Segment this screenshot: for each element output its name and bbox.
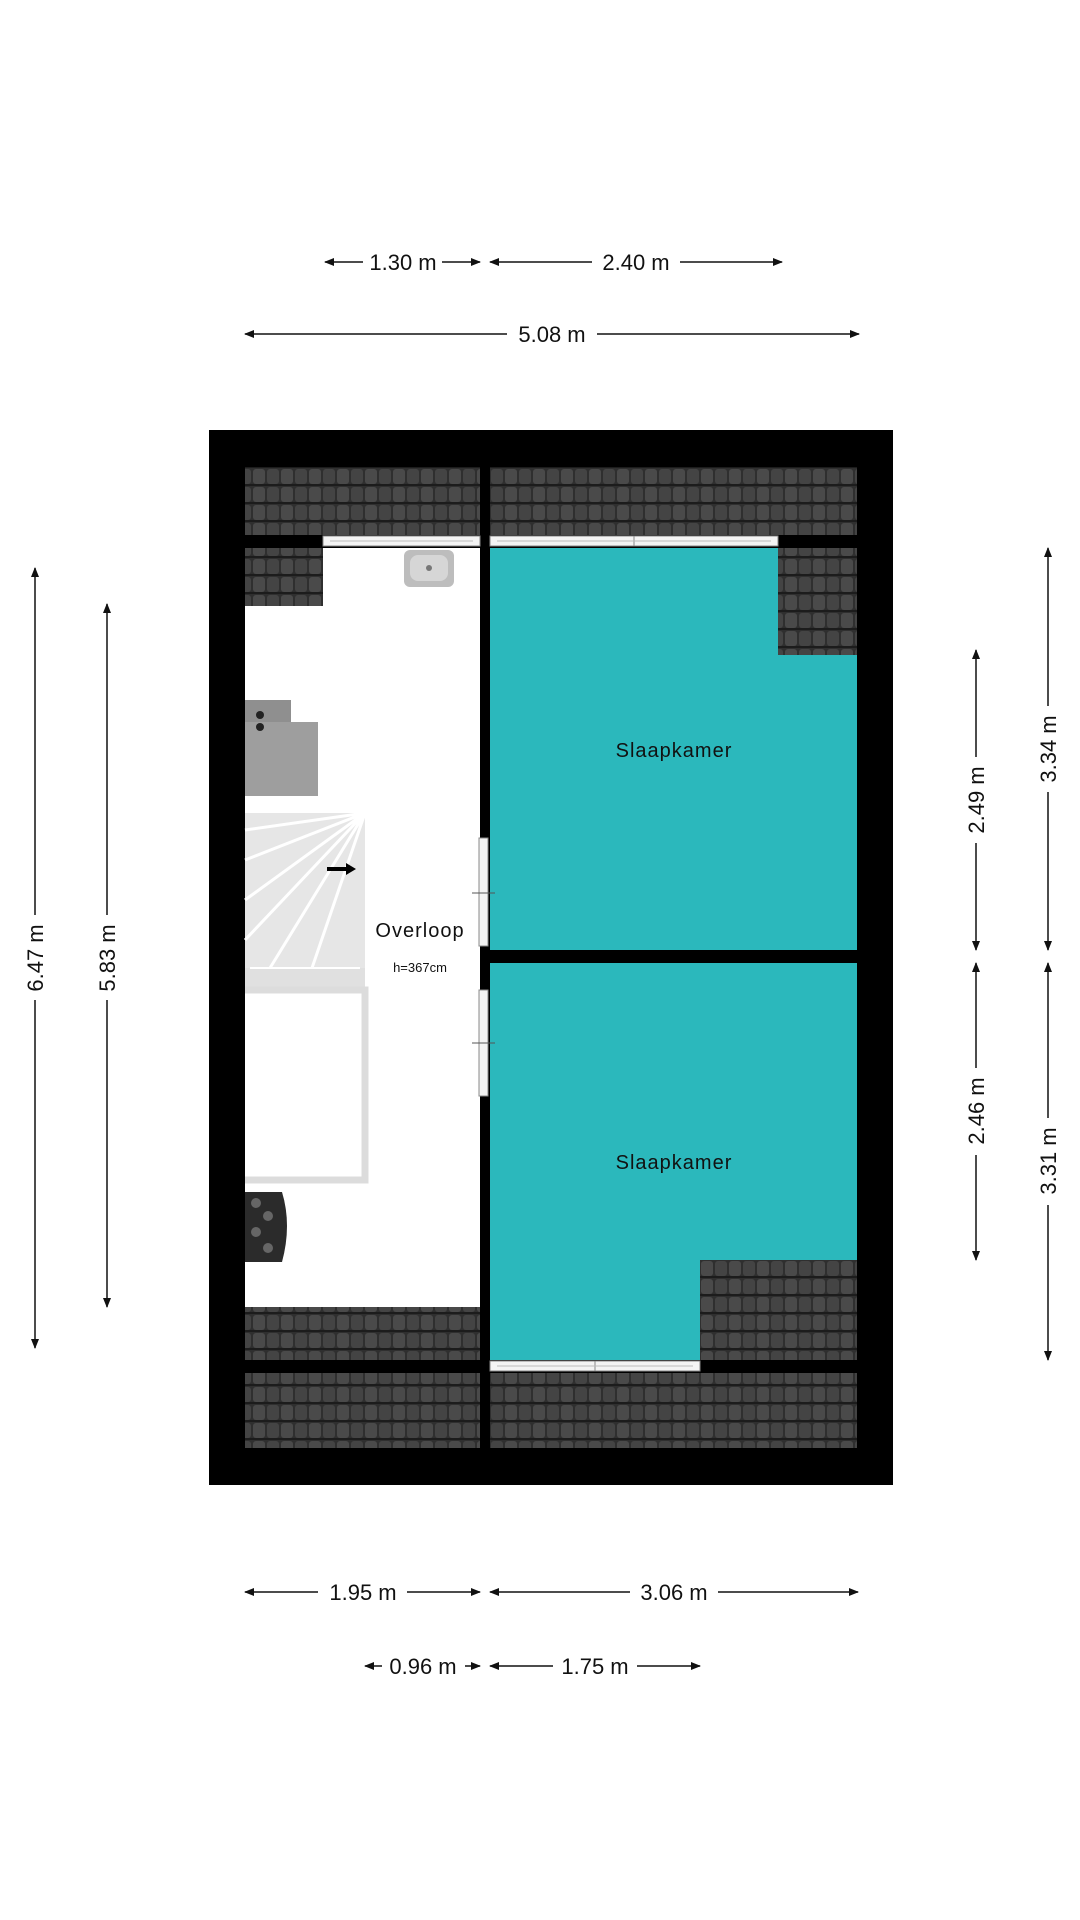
landing-height-note: h=367cm bbox=[393, 960, 447, 975]
dimension-top-5-08: 5.08 m bbox=[244, 322, 860, 347]
roof-tiles-bottom-strip-left bbox=[245, 1373, 480, 1448]
svg-text:6.47 m: 6.47 m bbox=[23, 924, 48, 991]
sink-icon bbox=[404, 550, 454, 587]
svg-text:1.30 m: 1.30 m bbox=[369, 250, 436, 275]
svg-text:3.31 m: 3.31 m bbox=[1036, 1127, 1061, 1194]
svg-text:3.06 m: 3.06 m bbox=[640, 1580, 707, 1605]
landing-label: Overloop bbox=[375, 920, 464, 942]
staircase-icon bbox=[243, 811, 367, 990]
dimension-bottom-0-96: 0.96 m bbox=[364, 1654, 481, 1679]
dimension-top-2-40: 2.40 m bbox=[489, 250, 783, 275]
bedroom-bottom-label: Slaapkamer bbox=[616, 1152, 733, 1174]
dimension-left-5-83: 5.83 m bbox=[95, 603, 120, 1308]
dimension-right-3-34: 3.34 m bbox=[1036, 547, 1061, 951]
heater-icon bbox=[245, 1192, 287, 1262]
roof-tiles-left-notch bbox=[245, 548, 323, 606]
bedroom-top-floor bbox=[490, 548, 857, 950]
bedroom-top-label: Slaapkamer bbox=[616, 740, 733, 762]
svg-text:1.95 m: 1.95 m bbox=[329, 1580, 396, 1605]
dimension-bottom-1-95: 1.95 m bbox=[244, 1580, 481, 1605]
svg-text:1.75 m: 1.75 m bbox=[561, 1654, 628, 1679]
stairwell-railing bbox=[245, 986, 369, 1184]
bedroom-bottom-floor bbox=[490, 963, 857, 1360]
window-bottom bbox=[489, 1360, 701, 1372]
dimension-right-2-49: 2.49 m bbox=[964, 649, 989, 951]
dimension-bottom-1-75: 1.75 m bbox=[489, 1654, 701, 1679]
dimension-bottom-3-06: 3.06 m bbox=[489, 1580, 859, 1605]
door-bottom-bedroom bbox=[472, 989, 495, 1097]
roof-tiles-bottom-right-notch bbox=[700, 1260, 857, 1360]
stair-direction-arrow-icon bbox=[327, 863, 356, 875]
roof-tiles-top-right bbox=[490, 467, 857, 535]
door-top-bedroom bbox=[472, 837, 495, 947]
svg-text:2.46 m: 2.46 m bbox=[964, 1077, 989, 1144]
roof-tiles-right-notch bbox=[778, 548, 857, 655]
svg-text:0.96 m: 0.96 m bbox=[389, 1654, 456, 1679]
roof-tiles-bottom-strip-right bbox=[490, 1373, 857, 1448]
dimension-left-6-47: 6.47 m bbox=[23, 567, 48, 1349]
dimension-right-2-46: 2.46 m bbox=[964, 962, 989, 1261]
window-top-right bbox=[489, 535, 779, 547]
dimension-top-1-30: 1.30 m bbox=[324, 250, 481, 275]
boiler-icon bbox=[245, 700, 318, 796]
svg-text:5.08 m: 5.08 m bbox=[518, 322, 585, 347]
svg-text:2.40 m: 2.40 m bbox=[602, 250, 669, 275]
svg-text:3.34 m: 3.34 m bbox=[1036, 715, 1061, 782]
roof-tiles-bottom-left bbox=[245, 1307, 480, 1360]
svg-text:5.83 m: 5.83 m bbox=[95, 924, 120, 991]
dimension-right-3-31: 3.31 m bbox=[1036, 962, 1061, 1361]
svg-text:2.49 m: 2.49 m bbox=[964, 766, 989, 833]
roof-tiles-top-left bbox=[245, 467, 480, 535]
window-top-left bbox=[322, 535, 481, 547]
